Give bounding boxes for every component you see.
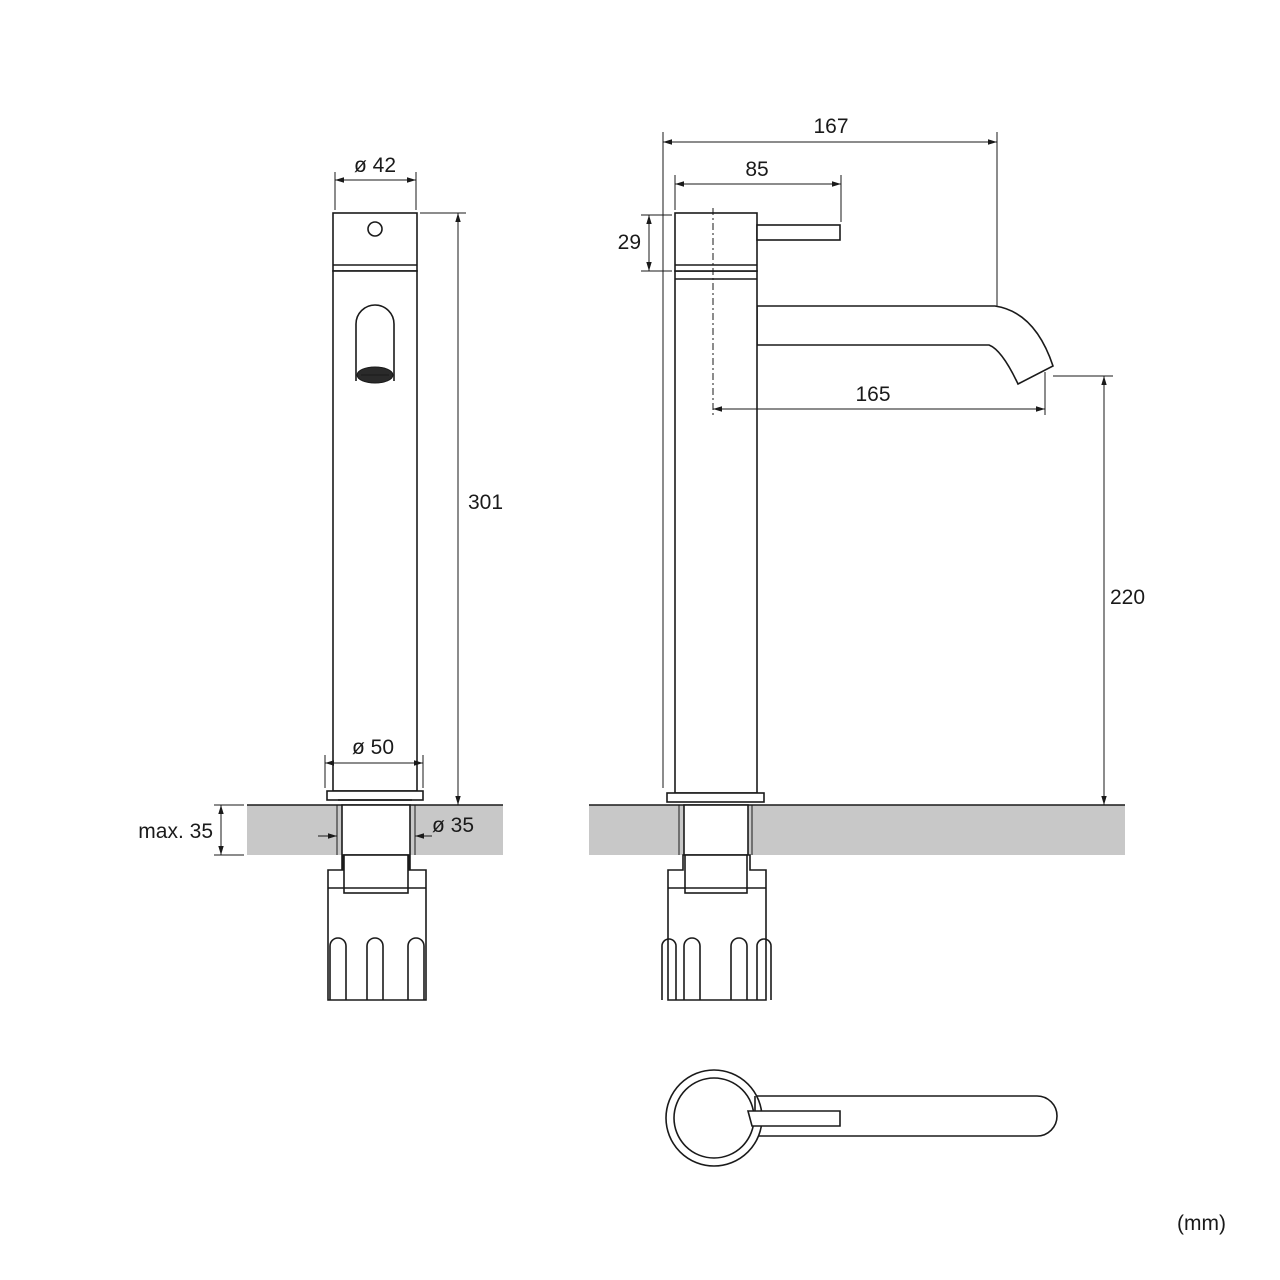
front-dim-counter-thickness: max. 35: [138, 804, 244, 856]
front-dim-top-diameter: ø 42: [334, 154, 417, 210]
shank-diameter-label: ø 35: [432, 814, 474, 837]
front-dim-base-diameter: ø 50: [324, 736, 424, 788]
front-base-flange: [326, 790, 424, 801]
side-total-reach-label: 167: [813, 115, 848, 138]
side-spout: [756, 305, 1054, 386]
side-handle-height-label: 29: [618, 231, 641, 254]
side-base-flange: [666, 792, 765, 803]
front-dim-height: 301: [420, 212, 503, 806]
side-handle-cap: [674, 212, 758, 272]
front-body: [332, 270, 418, 792]
side-handle-length-label: 85: [745, 158, 768, 181]
side-countertop: [589, 805, 1125, 855]
side-body: [674, 270, 758, 794]
top-handle-disk: [673, 1077, 755, 1159]
side-dim-total-reach: 167: [662, 115, 998, 788]
top-lever: [746, 1110, 841, 1127]
front-view: [247, 212, 503, 1001]
front-top-diameter-label: ø 42: [354, 154, 396, 177]
front-height-label: 301: [468, 491, 503, 514]
side-view: [589, 208, 1125, 1001]
counter-thickness-label: max. 35: [138, 820, 213, 843]
top-view: [665, 1069, 1058, 1167]
front-spout-opening: [355, 304, 395, 381]
side-dim-spout-reach: 165: [713, 372, 1046, 415]
side-dim-spout-height: 220: [1053, 375, 1145, 805]
side-dim-handle-height: 29: [618, 214, 672, 272]
side-lever: [756, 224, 841, 241]
side-spout-reach-label: 165: [855, 383, 890, 406]
side-dim-handle-length: 85: [674, 158, 842, 222]
side-spout-height-label: 220: [1110, 586, 1145, 609]
front-dim-shank-diameter: ø 35: [318, 814, 474, 839]
front-base-diameter-label: ø 50: [352, 736, 394, 759]
units-label: (mm): [1177, 1212, 1226, 1235]
front-indicator-dot: [367, 221, 383, 237]
